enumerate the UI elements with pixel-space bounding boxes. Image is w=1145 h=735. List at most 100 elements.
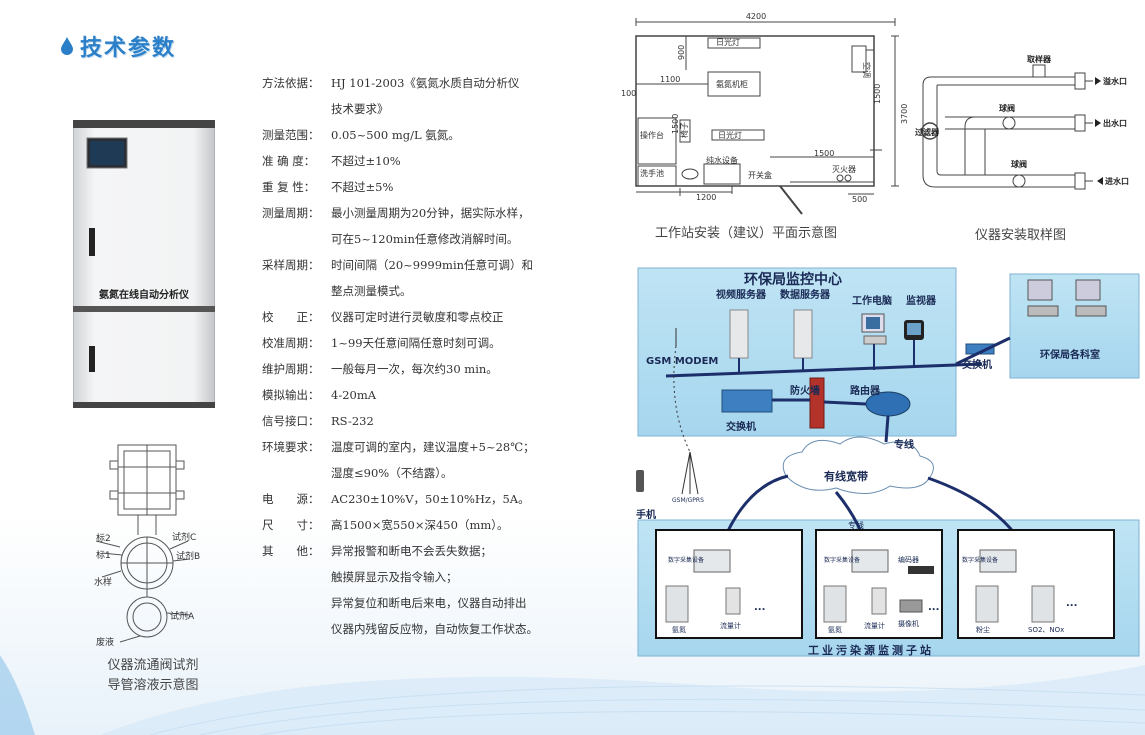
floor-dim-100: 100 <box>621 89 636 98</box>
spec-value: 异常报警和断电不会丢失数据； <box>331 544 492 558</box>
network-bureau: 环保局各科室 <box>1040 348 1100 361</box>
sampling-stirrer-label: 取样器 <box>1027 55 1052 64</box>
network-data-server: 数据服务器 <box>780 288 831 301</box>
spec-key: 其 他： <box>262 544 320 558</box>
network-dedicated-line-2: 专线 <box>848 520 864 530</box>
sampling-filter-label: 过滤器 <box>915 127 940 137</box>
spec-value: 0.05~500 mg/L 氨氮。 <box>331 128 460 142</box>
network-switch-right: 交换机 <box>962 358 992 371</box>
spec-value: AC230±10%V，50±10%Hz，5A。 <box>331 492 530 506</box>
valve-diagram-caption: 仪器流通阀试剂 导管溶液示意图 <box>88 656 218 696</box>
spec-value: HJ 101-2003《氨氮水质自动分析仪 <box>331 76 520 90</box>
floor-dim-4200: 4200 <box>746 12 766 21</box>
spec-row: 信号接口：RS-232 <box>262 408 582 434</box>
network-gsm-modem: GSM MODEM <box>646 356 718 367</box>
background-wave-decoration <box>0 655 1145 735</box>
section-title: 技术参数 <box>80 36 177 61</box>
network-topology-diagram: 环保局监控中心 视频服务器 数据服务器 工作电脑 监视器 GSM MODEM 交… <box>636 267 1140 657</box>
spec-key: 测量范围： <box>262 128 320 142</box>
floor-light-1: 日光灯 <box>716 37 740 47</box>
network-firewall: 防火墙 <box>790 384 820 397</box>
floor-plan-diagram: 4200 900 日光灯 1100 氨氮机柜 100 空调 1500 3700 … <box>621 12 909 215</box>
spec-value: 不超过±10% <box>331 154 401 168</box>
floor-switch-box: 开关盒 <box>748 170 772 180</box>
caption-line: 仪器流通阀试剂 <box>107 658 199 673</box>
valve-label-reagent-b: 试剂B <box>176 550 200 562</box>
spec-key: 测量周期： <box>262 206 320 220</box>
analyzer-cabinet-photo: 氨氮在线自动分析仪 <box>73 120 215 408</box>
spec-value-continued: 整点测量模式。 <box>331 284 412 298</box>
network-work-pc: 工作电脑 <box>852 294 892 307</box>
spec-value: 4-20mA <box>331 388 377 402</box>
spec-row: 校 正： 仪器可定时进行灵敏度和零点校正 <box>262 304 582 330</box>
spec-row: 测量范围： 0.05~500 mg/L 氨氮。 <box>262 122 582 148</box>
spec-row: 测量周期：最小测量周期为20分钟，据实际水样， <box>262 200 582 226</box>
spec-row: 模拟输出：4-20mA <box>262 382 582 408</box>
floor-dim-1500-horizontal: 1500 <box>814 149 834 158</box>
spec-value-continued: 可在5~120min任意修改消解时间。 <box>331 232 519 246</box>
sampling-inlet-label: 进水口 <box>1105 176 1129 186</box>
network-encoder: 编码器 <box>898 555 919 564</box>
spec-key: 维护周期： <box>262 362 320 376</box>
spec-row: 环境要求： 温度可调的室内，建议温度+5~28℃； <box>262 434 582 460</box>
spec-row: 方法依据： HJ 101-2003《氨氮水质自动分析仪 <box>262 70 582 96</box>
section-heading: 技术参数 <box>60 30 176 62</box>
floor-dim-1100: 1100 <box>660 75 680 84</box>
spec-row: 尺 寸： 高1500×宽550×深450（mm）。 <box>262 512 582 538</box>
spec-value: 不超过±5% <box>331 180 394 194</box>
spec-key: 尺 寸： <box>262 518 320 532</box>
network-broadband: 有线宽带 <box>824 469 868 483</box>
spec-value: 时间间隔（20~9999min任意可调）和 <box>331 258 534 272</box>
spec-list: 方法依据： HJ 101-2003《氨氮水质自动分析仪 技术要求》 测量范围： 0.… <box>262 70 582 642</box>
network-gsm-tower: GSM/GPRS <box>672 497 704 504</box>
network-router: 路由器 <box>850 384 881 397</box>
network-dust: 粉尘 <box>976 625 990 634</box>
spec-row: 采样周期：时间间隔（20~9999min任意可调）和 <box>262 252 582 278</box>
spec-value-continued: 仪器内残留反应物，自动恢复工作状态。 <box>331 622 538 636</box>
floor-dim-1200: 1200 <box>696 193 716 202</box>
spec-value-continued: 异常复位和断电后来电，仪器自动排出 <box>331 596 527 610</box>
floor-dim-3700: 3700 <box>900 104 909 124</box>
floor-pure-water: 纯水设备 <box>706 155 738 165</box>
spec-value-continued: 技术要求》 <box>331 102 389 116</box>
valve-flow-diagram: 标2 标1 水样 试剂C 试剂B 试剂A 废液 <box>94 444 200 648</box>
network-more-2: ... <box>928 602 939 613</box>
valve-label-reagent-a: 试剂A <box>170 610 195 622</box>
network-more-1: ... <box>754 602 765 613</box>
valve-label-reagent-c: 试剂C <box>172 531 196 543</box>
water-drop-icon <box>61 37 73 55</box>
network-phone: 手机 <box>636 508 656 521</box>
spec-key: 环境要求： <box>262 440 320 454</box>
spec-key: 准 确 度： <box>262 154 316 168</box>
network-collector-2: 数字采集设备 <box>824 556 860 564</box>
network-collector-1: 数字采集设备 <box>668 556 704 564</box>
floor-extinguisher: 灭火器 <box>832 165 856 174</box>
network-more-3: ... <box>1066 598 1077 609</box>
spec-value-continued: 触摸屏显示及指令输入； <box>331 570 458 584</box>
floor-ac: 空调 <box>862 62 872 78</box>
spec-key: 校 正： <box>262 310 320 324</box>
network-so2-nox: SO2、NOx <box>1028 626 1064 634</box>
spec-value: 一般每月一次，每次约30 min。 <box>331 362 498 376</box>
network-substation: 工业污染源监测子站 <box>808 643 934 657</box>
floor-plan-caption: 工作站安装（建议）平面示意图 <box>655 226 838 241</box>
network-dedicated-line-1: 专线 <box>894 438 914 451</box>
spec-key: 方法依据： <box>262 76 320 90</box>
floor-light-2: 日光灯 <box>718 130 742 140</box>
sampling-overflow-label: 溢水口 <box>1103 76 1127 86</box>
spec-row: 其 他： 异常报警和断电不会丢失数据； <box>262 538 582 564</box>
network-collector-3: 数字采集设备 <box>962 556 998 564</box>
spec-row: 电 源： AC230±10%V，50±10%Hz，5A。 <box>262 486 582 512</box>
network-ammonia-2: 氨氮 <box>828 625 842 634</box>
floor-dim-1500-left: 1500 <box>671 114 680 134</box>
spec-row: 重 复 性：不超过±5% <box>262 174 582 200</box>
sampling-outlet-label: 出水口 <box>1103 118 1127 128</box>
spec-value: 温度可调的室内，建议温度+5~28℃； <box>331 440 535 454</box>
valve-label-std1: 标1 <box>96 549 111 561</box>
network-flowmeter-1: 流量计 <box>720 621 741 630</box>
spec-key: 信号接口： <box>262 414 320 428</box>
spec-key: 电 源： <box>262 492 320 506</box>
spec-value: 高1500×宽550×深450（mm）。 <box>331 518 509 532</box>
network-camera: 摄像机 <box>898 619 919 628</box>
spec-value: 仪器可定时进行灵敏度和零点校正 <box>331 310 504 324</box>
